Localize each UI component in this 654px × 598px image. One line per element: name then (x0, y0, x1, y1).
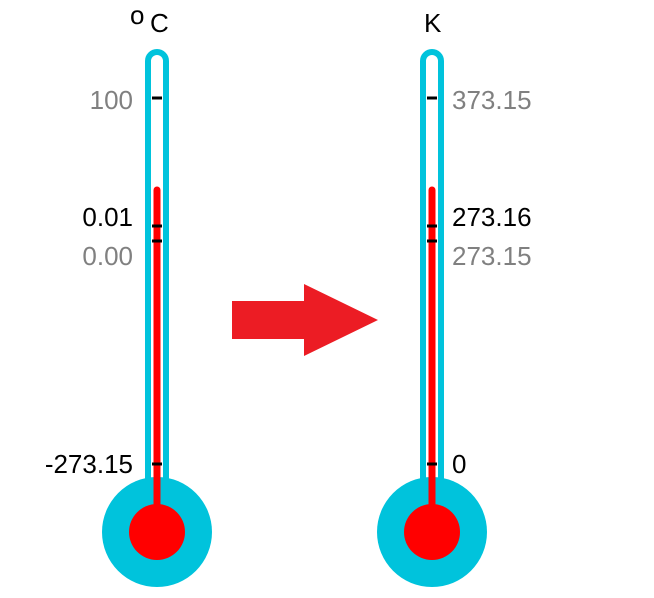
celsius-degree-symbol: o (130, 0, 144, 30)
celsius-unit-label: C (150, 8, 169, 38)
kelvin-label-triple-point: 273.16 (452, 202, 532, 232)
celsius-label-triple-point: 0.01 (82, 202, 133, 232)
celsius-mercury-bulb (129, 504, 185, 560)
kelvin-label-absolute-zero: 0 (452, 449, 466, 479)
kelvin-unit-label: K (424, 8, 442, 38)
kelvin-mercury-bulb (404, 504, 460, 560)
kelvin-label-boiling: 373.15 (452, 85, 532, 115)
celsius-label-boiling: 100 (90, 85, 133, 115)
celsius-thermometer: o C 100 0.01 0.00 -273.15 (45, 0, 212, 587)
conversion-arrow (232, 284, 378, 356)
celsius-label-absolute-zero: -273.15 (45, 449, 133, 479)
kelvin-thermometer: K 373.15 273.16 273.15 0 (377, 8, 532, 587)
celsius-label-freezing: 0.00 (82, 241, 133, 271)
kelvin-label-freezing: 273.15 (452, 241, 532, 271)
